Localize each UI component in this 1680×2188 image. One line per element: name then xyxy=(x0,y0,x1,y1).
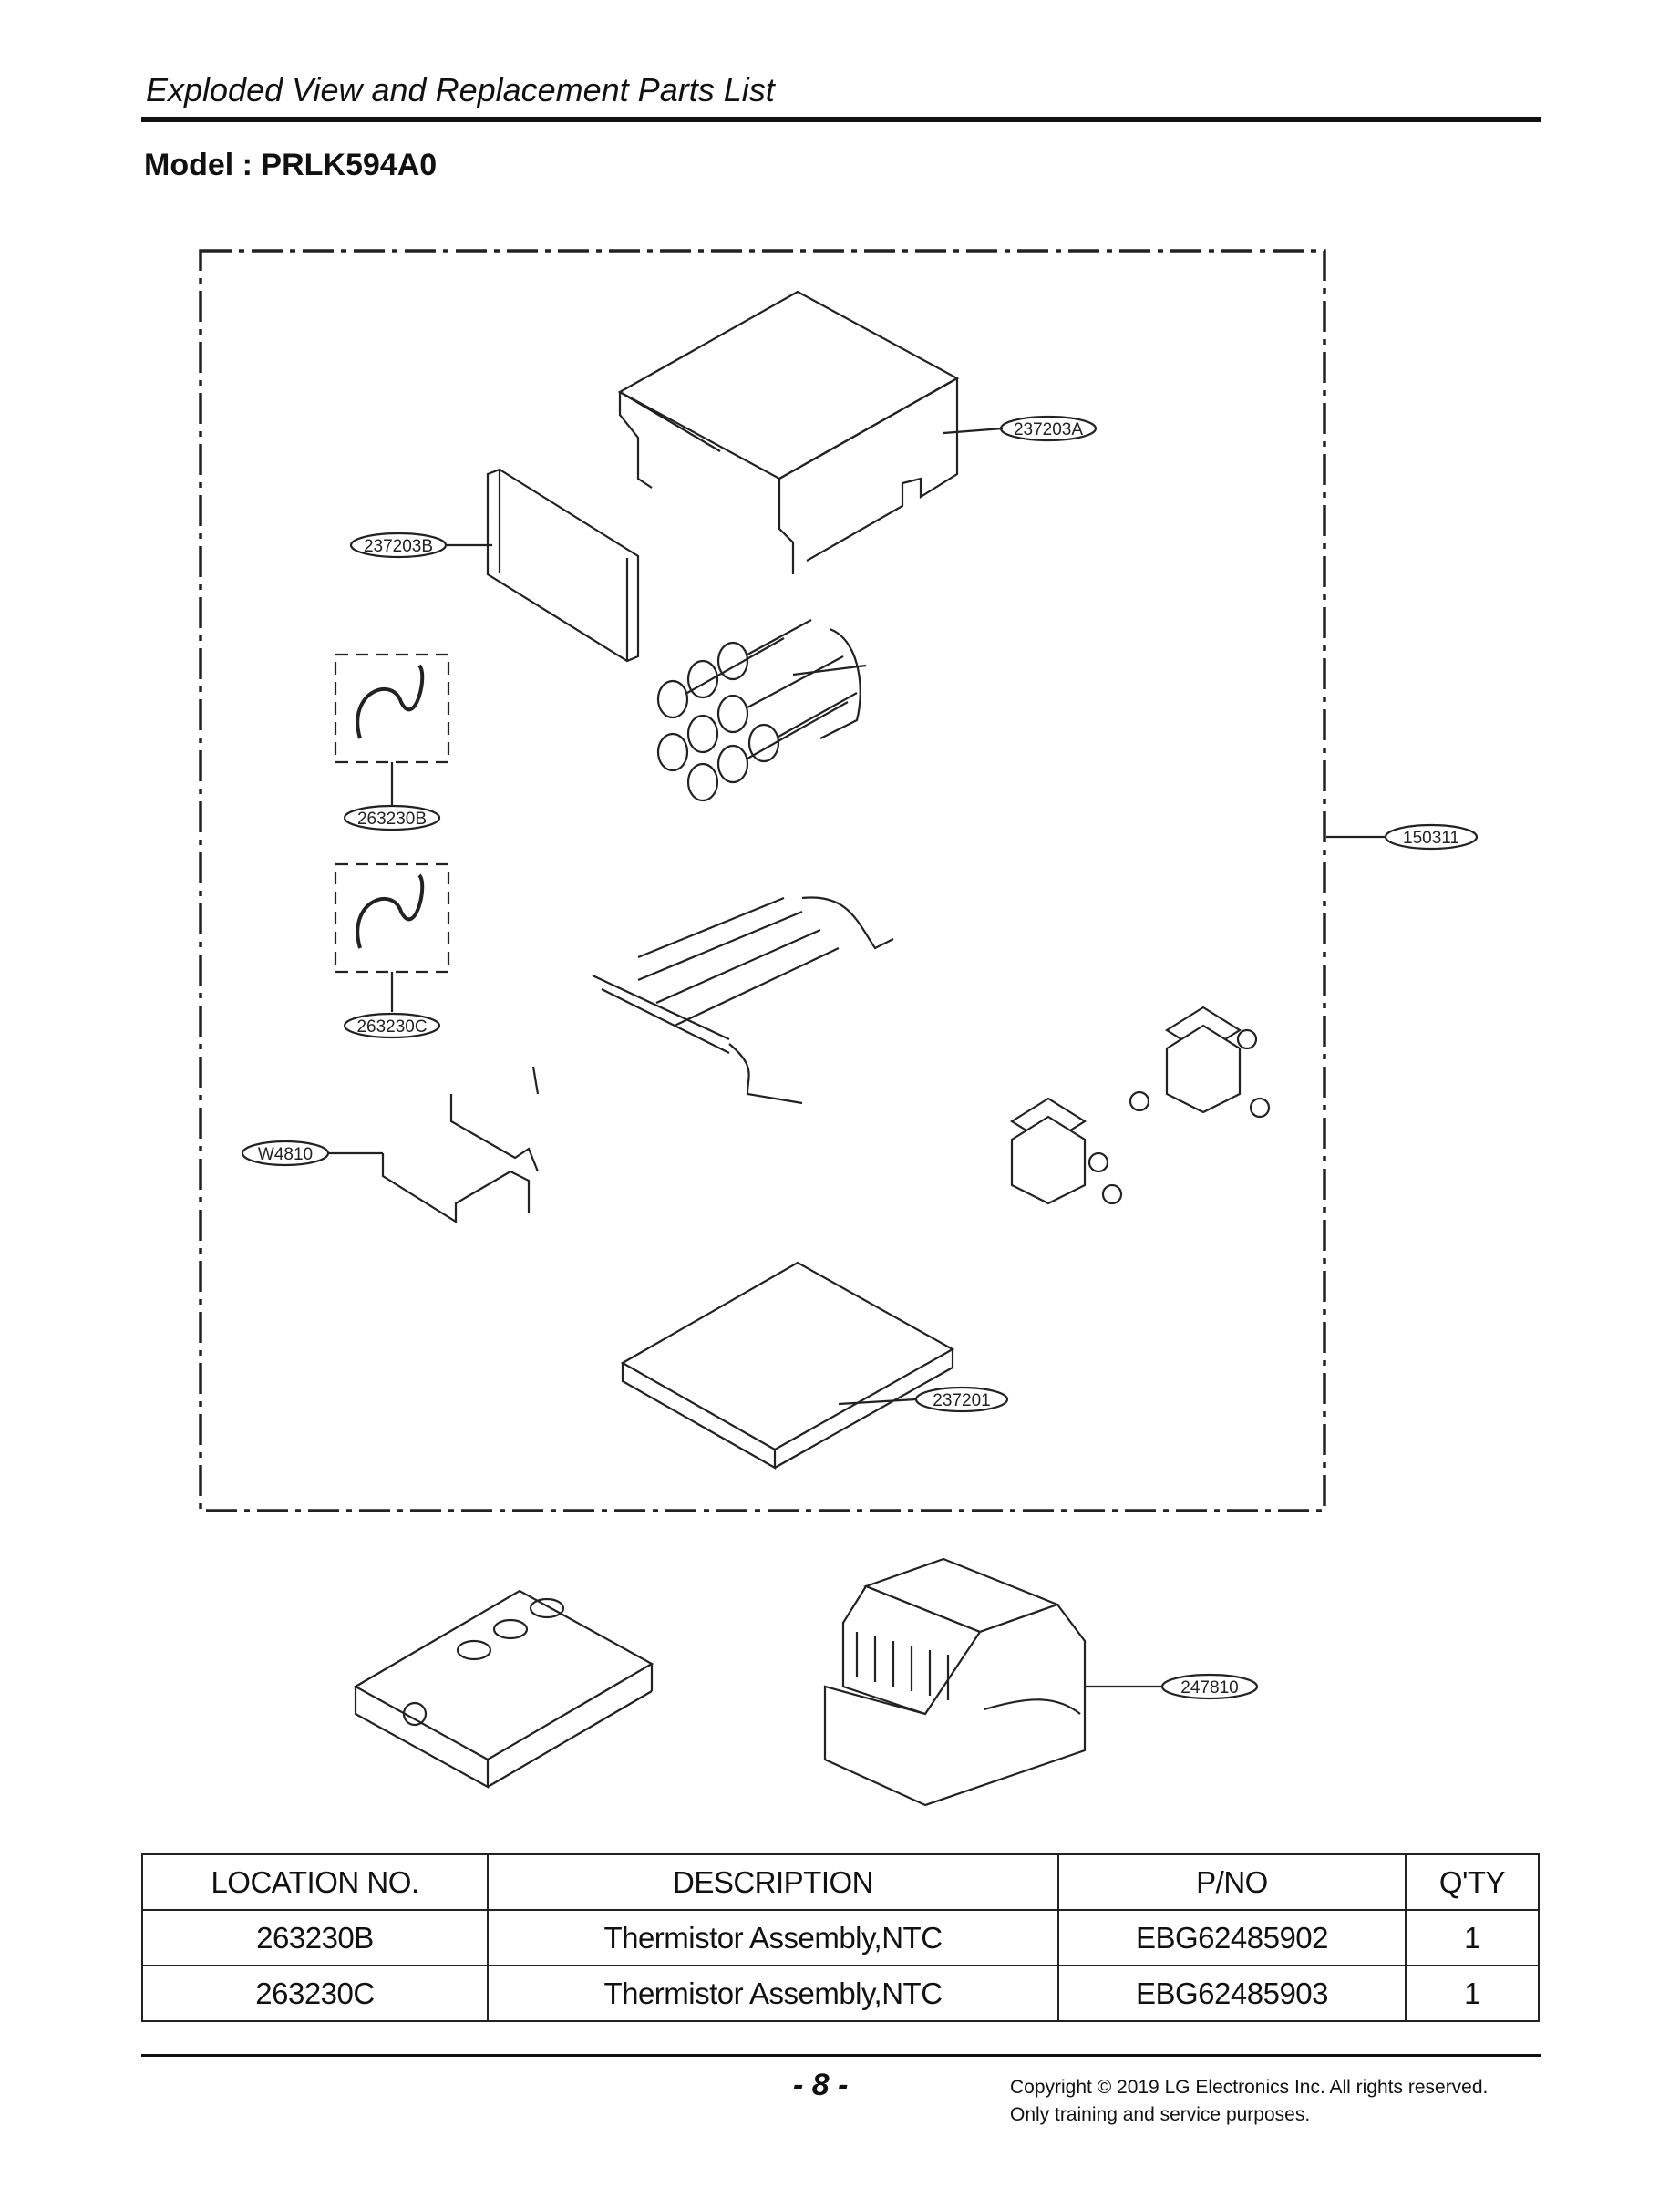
callout-247810: 247810 xyxy=(1180,1678,1238,1698)
callout-oval-247810 xyxy=(1160,1673,1259,1700)
cell-description: Thermistor Assembly,NTC xyxy=(487,1909,1059,1966)
cell-location: 263230C xyxy=(141,1965,489,2022)
callout-150311: 150311 xyxy=(1403,829,1459,848)
table-header-row: LOCATION NO. DESCRIPTION P/NO Q'TY xyxy=(141,1853,1540,1911)
callout-oval-237203A xyxy=(999,415,1098,442)
table-row: 263230C Thermistor Assembly,NTC EBG62485… xyxy=(141,1965,1540,2022)
col-pno: P/NO xyxy=(1057,1853,1407,1911)
junction-box-assembly xyxy=(1009,1006,1271,1205)
base-plate-part xyxy=(620,1261,955,1470)
thermistor-box-c xyxy=(334,862,450,974)
col-description: DESCRIPTION xyxy=(487,1853,1059,1911)
callout-W4810: W4810 xyxy=(258,1145,313,1164)
front-panel-part xyxy=(486,468,640,663)
header-rule xyxy=(141,117,1541,122)
cell-qty: 1 xyxy=(1405,1965,1540,2022)
callout-263230B: 263230B xyxy=(357,810,427,829)
bracket-part xyxy=(381,1066,540,1223)
din-rail-mount-part xyxy=(353,1589,654,1789)
cell-qty: 1 xyxy=(1405,1909,1540,1966)
callout-237203B: 237203B xyxy=(364,537,433,556)
copyright-line-2: Only training and service purposes. xyxy=(1010,2104,1311,2125)
callout-263230C: 263230C xyxy=(356,1017,427,1037)
header-pipe-assembly xyxy=(592,896,894,1105)
cell-description: Thermistor Assembly,NTC xyxy=(487,1965,1059,2022)
top-cover-part xyxy=(617,290,960,574)
callout-237203A: 237203A xyxy=(1014,420,1083,439)
footer-rule xyxy=(141,2054,1541,2057)
callout-oval-W4810 xyxy=(241,1140,330,1167)
cell-location: 263230B xyxy=(141,1909,489,1966)
page-header-title: Exploded View and Replacement Parts List xyxy=(146,71,775,108)
valve-pipe-assembly xyxy=(656,619,867,802)
copyright-line-1: Copyright © 2019 LG Electronics Inc. All… xyxy=(1010,2077,1489,2098)
cell-pno: EBG62485903 xyxy=(1057,1965,1407,2022)
kit-boundary xyxy=(199,249,1326,1512)
thermistor-box-b xyxy=(334,653,450,764)
col-qty: Q'TY xyxy=(1405,1853,1540,1911)
page-number: - 8 - xyxy=(793,2068,849,2102)
exploded-view-diagram: 237203A 237203B 263230B 150311 263230C W… xyxy=(199,249,1479,1807)
callout-237201: 237201 xyxy=(933,1391,990,1410)
table-row: 263230B Thermistor Assembly,NTC EBG62485… xyxy=(141,1909,1540,1966)
cell-pno: EBG62485902 xyxy=(1057,1909,1407,1966)
copyright-notice: Copyright © 2019 LG Electronics Inc. All… xyxy=(1010,2074,1488,2129)
callout-oval-263230B xyxy=(343,804,441,831)
callout-oval-263230C xyxy=(343,1012,441,1039)
model-title: Model : PRLK594A0 xyxy=(144,148,438,182)
parts-table: LOCATION NO. DESCRIPTION P/NO Q'TY 26323… xyxy=(141,1853,1540,2022)
col-location: LOCATION NO. xyxy=(141,1853,489,1911)
callout-oval-237201 xyxy=(914,1386,1009,1413)
controller-module-part xyxy=(823,1557,1087,1807)
callout-oval-237203B xyxy=(349,532,448,559)
callout-oval-150311 xyxy=(1384,823,1479,851)
